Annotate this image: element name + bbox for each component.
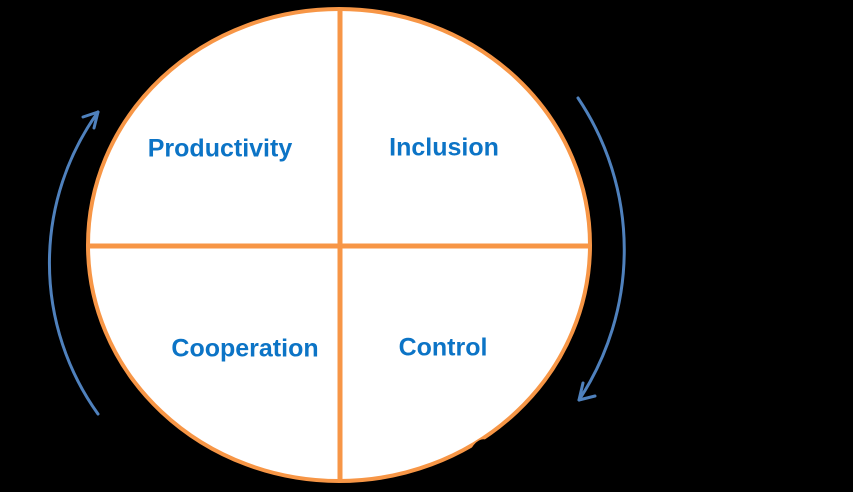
quadrant-label-productivity: Productivity <box>147 134 293 163</box>
left-up-arrow <box>48 110 100 416</box>
right-down-arrow <box>576 96 626 402</box>
rim-artifact-mark <box>471 439 495 451</box>
left-up-arrow-shaft <box>48 110 100 416</box>
quadrant-label-inclusion: Inclusion <box>389 133 499 162</box>
quadrant-label-control: Control <box>398 333 488 362</box>
right-down-arrowhead-icon <box>577 381 597 402</box>
right-down-arrow-shaft <box>576 96 626 402</box>
left-up-arrowhead-icon <box>81 110 100 130</box>
quadrant-label-cooperation: Cooperation <box>171 334 319 363</box>
